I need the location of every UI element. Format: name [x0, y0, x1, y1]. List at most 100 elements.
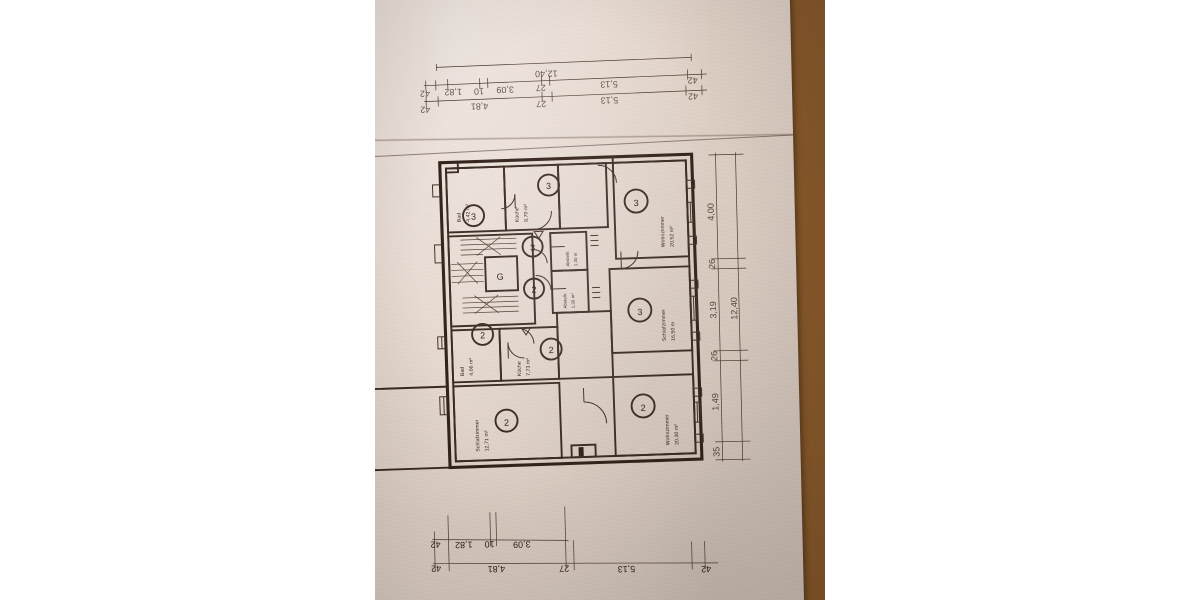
- room-label-abstell-2-area: 1,30 m²: [570, 292, 576, 308]
- room-flur-3: [556, 162, 609, 230]
- door-swings-unit2: [507, 327, 535, 359]
- svg-text:3: 3: [530, 243, 535, 253]
- room-label-schlafzimmer-2-name: Schlafzimmer: [474, 419, 481, 451]
- room-schlafzimmer-3: Schlafzimmer 16,50 m: [608, 251, 701, 354]
- svg-text:2: 2: [504, 418, 509, 428]
- room-wohnzimmer-2: Wohnzimmer 20,30 m²: [570, 373, 704, 459]
- room-label-bad-2-area: 4,06 m²: [468, 358, 475, 376]
- dim-top-r1-1: 1,82: [444, 87, 462, 97]
- dim-right-1: 26: [707, 259, 717, 269]
- unit-markers: 3 3 3 3 3 2 2: [462, 173, 656, 433]
- room-label-kueche-3-area: 8,70 m²: [523, 204, 530, 222]
- dim-right-2: 3,19: [708, 301, 718, 319]
- floorplan-drawing: 12,40 42 1,82 10 3,09 27 5,13 42 42 4,81…: [375, 0, 806, 600]
- elevator-shaft: [483, 255, 520, 293]
- stair-core: G: [447, 230, 545, 336]
- floorplan-photograph: 12,40 42 1,82 10 3,09 27 5,13 42 42 4,81…: [375, 0, 825, 600]
- dim-top-r2-1: 4,81: [471, 101, 489, 111]
- room-label-wohnzimmer-3-area: 20,52 m²: [669, 226, 676, 247]
- room-label-abstell-3-area: 1,30 m: [573, 252, 578, 266]
- svg-text:3: 3: [546, 181, 551, 191]
- windows-wohnzimmer-3: [686, 179, 698, 245]
- dim-top-r2-4: 42: [688, 91, 698, 101]
- stair-flight-upper: [460, 236, 517, 256]
- room-label-kueche-3-name: Küche: [514, 207, 521, 222]
- room-label-abstell-3-name: Abstellr.: [565, 250, 571, 266]
- dim-right-total: 12,40: [729, 297, 740, 320]
- stair-flight-lower: [462, 294, 519, 314]
- elevator-label: G: [496, 272, 503, 282]
- room-schlafzimmer-2: Schlafzimmer 12,71 m²: [375, 184, 563, 472]
- door-swings-unit3: [501, 164, 617, 231]
- unit-marker: 2: [471, 322, 495, 346]
- room-label-abstell-2-name: Abstellr.: [562, 292, 568, 308]
- dim-bottom-r1-3: 3,09: [513, 539, 531, 549]
- unit-marker: 2: [630, 393, 656, 419]
- right-dimension-chain: 4,00 26 3,19 26 1,49 35 12,40: [706, 152, 751, 462]
- windows-schlafzimmer-3: [689, 279, 701, 341]
- dim-top-r1-3: 3,09: [496, 85, 514, 95]
- svg-text:3: 3: [471, 212, 476, 222]
- balcony-outline: [375, 385, 451, 472]
- dim-bottom-r2-2: 27: [559, 563, 569, 573]
- unit-marker: 3: [521, 235, 544, 258]
- dim-bottom-r2-4: 42: [701, 564, 711, 574]
- room-bad-3: Bad 4,42 m²: [444, 165, 508, 234]
- room-wohnzimmer-3: Wohnzimmer 20,52 m²: [611, 159, 698, 260]
- dim-top-r1-4: 27: [536, 83, 546, 93]
- stair-landing-left: [451, 261, 484, 285]
- room-label-schlafzimmer-2-area: 12,71 m²: [484, 430, 491, 451]
- room-label-wohnzimmer-2-name: Wohnzimmer: [664, 414, 671, 445]
- unit-marker: 2: [494, 408, 519, 433]
- paper-sheet: 12,40 42 1,82 10 3,09 27 5,13 42 42 4,81…: [375, 0, 806, 600]
- dim-right-5: 35: [711, 447, 721, 457]
- top-dimension-chain: [423, 53, 707, 107]
- dim-top-r2-0: 42: [420, 105, 430, 115]
- dim-bottom-r2-1: 4,81: [488, 564, 506, 574]
- stair-arrow-up: [533, 230, 545, 240]
- dim-bottom-r2-3: 5,13: [618, 564, 636, 574]
- unit-marker: 3: [537, 173, 560, 197]
- room-label-schlafzimmer-3-name: Schlafzimmer: [661, 309, 668, 341]
- unit-marker: 2: [523, 277, 545, 300]
- dim-right-0: 4,00: [706, 203, 716, 221]
- room-abstell-2: Abstellr. 1,30 m²: [550, 268, 590, 314]
- dim-right-4: 1,49: [710, 393, 720, 411]
- unit-marker: 3: [627, 297, 653, 323]
- svg-text:2: 2: [640, 403, 645, 413]
- dim-top-r1-6: 42: [688, 75, 698, 85]
- dim-bottom-r1-2: 10: [484, 539, 494, 549]
- svg-text:2: 2: [531, 285, 536, 295]
- dim-top-overall: 12,40: [535, 69, 558, 80]
- room-label-bad-3-name: Bad: [456, 213, 462, 223]
- room-label-kueche-2-name: Küche: [517, 361, 524, 376]
- room-flur-2: [555, 310, 615, 380]
- room-label-schlafzimmer-3-area: 16,50 m: [670, 322, 677, 341]
- room-label-kueche-2-area: 7,73 m²: [525, 358, 532, 376]
- top-dimension-labels: 12,40 42 1,82 10 3,09 27 5,13 42 42 4,81…: [420, 69, 698, 115]
- room-label-bad-3-area: 4,42 m²: [465, 204, 472, 222]
- dim-top-r2-2: 27: [536, 99, 546, 109]
- dim-bottom-r1-1: 1,82: [455, 540, 473, 550]
- dim-bottom-r1-0: 42: [430, 539, 440, 549]
- unit-marker: 2: [539, 337, 563, 361]
- svg-text:3: 3: [637, 307, 642, 317]
- svg-text:2: 2: [548, 345, 553, 355]
- windows-wohnzimmer-2: [693, 387, 704, 443]
- room-label-bad-2-name: Bad: [460, 367, 466, 377]
- dim-right-3: 26: [709, 351, 719, 361]
- dim-top-r1-2: 10: [474, 86, 484, 96]
- room-label-wohnzimmer-3-name: Wohnzimmer: [660, 216, 667, 247]
- building-outer-wall: [438, 152, 704, 470]
- dim-bottom-r2-0: 42: [431, 563, 441, 573]
- dim-top-r1-5: 5,13: [600, 79, 618, 89]
- windows-left-facade: [431, 184, 449, 416]
- svg-text:2: 2: [480, 330, 485, 340]
- sheet-edge-line: [375, 134, 794, 158]
- room-abstell-3: Abstellr. 1,30 m: [549, 230, 589, 272]
- dim-top-r2-3: 5,13: [601, 95, 619, 105]
- unit-marker: 3: [623, 188, 649, 214]
- bottom-dimension-chain: 42 1,82 10 3,09 42 4,81 27 5,13 42: [430, 506, 719, 574]
- room-label-wohnzimmer-2-area: 20,30 m²: [674, 424, 681, 445]
